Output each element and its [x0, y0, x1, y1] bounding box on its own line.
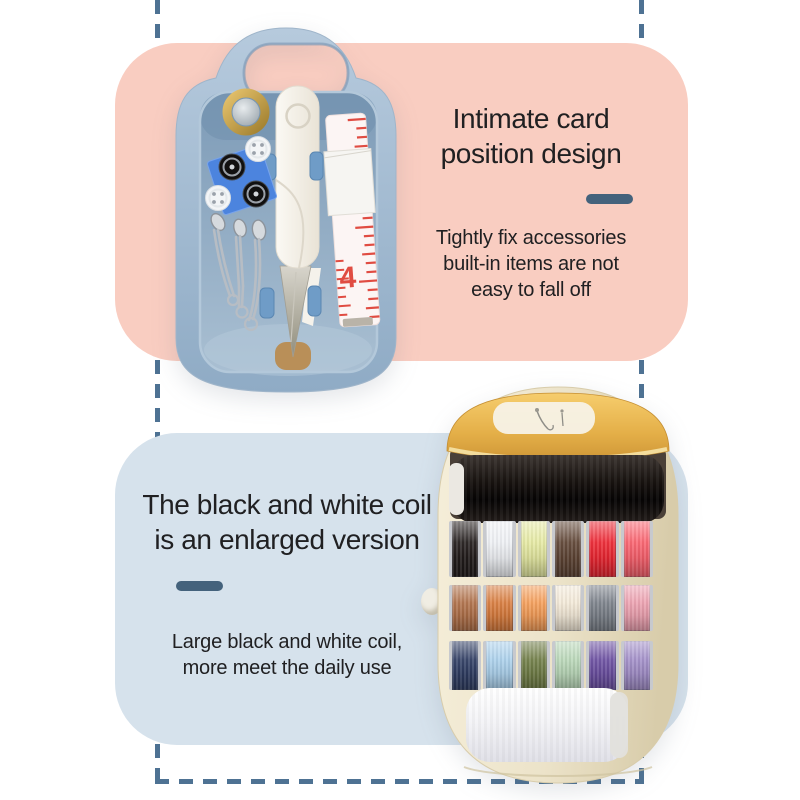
- bottom-sewing-box-photo: [421, 385, 682, 789]
- bobbin: [620, 585, 653, 631]
- button-icon: [205, 185, 231, 211]
- bobbin: [517, 641, 550, 690]
- bobbin-row: [448, 641, 654, 690]
- top-body-line2: built-in items are not: [443, 253, 619, 275]
- tape-number: 4: [338, 261, 357, 295]
- dashed-border-left: [155, 0, 160, 779]
- top-panel-body: Tightly fix accessories built-in items a…: [402, 225, 660, 303]
- bobbin: [483, 521, 516, 577]
- accent-dash: [586, 194, 633, 204]
- bobbin: [483, 641, 516, 690]
- top-sewing-box: 4: [175, 27, 397, 393]
- measuring-tape-icon: 4: [323, 112, 381, 328]
- white-bobbin-cap: [449, 463, 464, 515]
- dashed-border-bottom: [155, 779, 644, 784]
- thimble-icon: [222, 88, 270, 136]
- bobbin: [449, 641, 482, 690]
- bobbin-row: [448, 585, 654, 631]
- bobbin: [620, 641, 653, 690]
- bobbin: [449, 521, 482, 577]
- button-icon: [245, 136, 271, 162]
- bobbin: [517, 521, 550, 577]
- snap-fastener-icon: [242, 180, 270, 208]
- bobbin-grid: [448, 521, 654, 690]
- safety-pin-icon: [233, 218, 249, 319]
- bobbin: [483, 585, 516, 631]
- top-heading-line2: position design: [440, 138, 622, 169]
- bobbin: [586, 585, 619, 631]
- bobbin: [586, 521, 619, 577]
- top-body-line3: easy to fall off: [471, 279, 591, 301]
- bobbin: [586, 641, 619, 690]
- bobbin: [449, 585, 482, 631]
- thread-snips-icon: [275, 85, 321, 370]
- bottom-panel-heading: The black and white coil is an enlarged …: [106, 487, 468, 557]
- top-heading-line1: Intimate card: [452, 103, 610, 134]
- bobbin: [551, 585, 585, 631]
- needle-icon: [535, 408, 564, 431]
- safety-pin-icons: [210, 212, 267, 332]
- box-lid: [446, 392, 670, 461]
- lid-window: [493, 402, 595, 434]
- bottom-body-line1: Large black and white coil,: [171, 631, 403, 653]
- bottom-body-line2: more meet the daily use: [182, 657, 392, 679]
- bottom-panel-body: Large black and white coil, more meet th…: [102, 629, 472, 681]
- bottom-heading-line2: is an enlarged version: [154, 524, 420, 555]
- bobbin: [551, 521, 585, 577]
- top-sewing-box-photo: 4: [170, 24, 402, 398]
- top-body-line1: Tightly fix accessories: [435, 227, 627, 249]
- bobbin: [551, 641, 585, 690]
- safety-pin-icon: [243, 219, 267, 332]
- dashed-border-right: [639, 0, 644, 779]
- white-thread-spool: [466, 688, 628, 762]
- bobbin: [517, 585, 550, 631]
- black-thread-spool: [452, 455, 664, 523]
- bottom-heading-line1: The black and white coil: [142, 489, 432, 520]
- bobbin: [620, 521, 653, 577]
- accent-dash: [176, 581, 223, 591]
- bobbin-row: [448, 521, 654, 577]
- snap-fastener-icon: [218, 153, 246, 181]
- top-panel-heading: Intimate card position design: [410, 101, 652, 171]
